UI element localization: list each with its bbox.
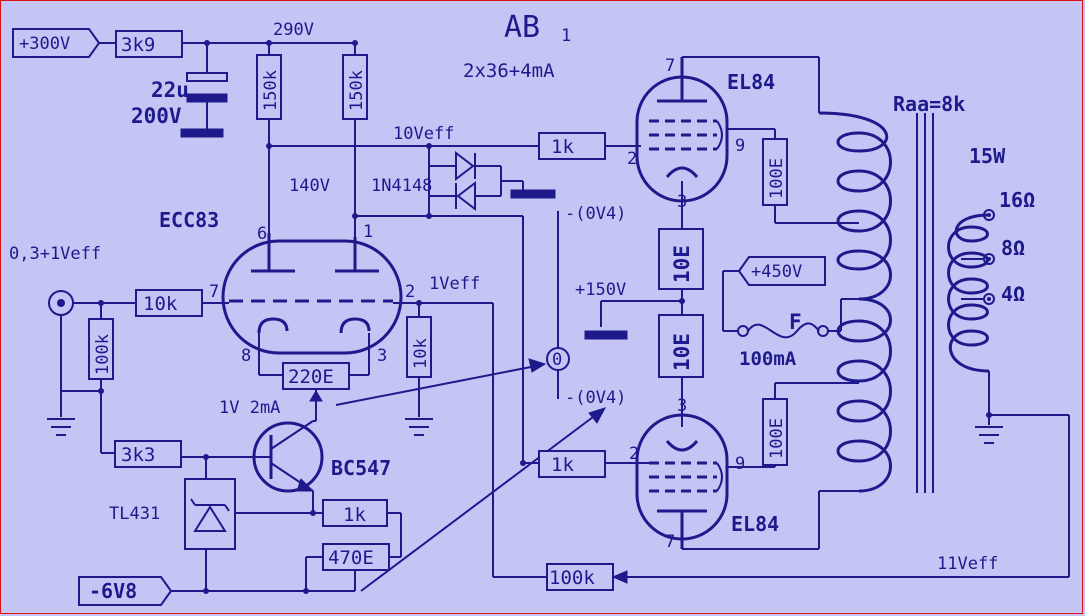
pin-ecc-2: 2 (405, 282, 415, 302)
resistor-1k-grid-top-label: 1k (551, 136, 574, 158)
resistor-1k-emitter-label: 1k (343, 504, 366, 526)
pin-ecc-6: 6 (257, 224, 267, 244)
tube-el84-bottom-label: EL84 (731, 512, 779, 536)
resistor-470e-label: 470E (328, 547, 374, 569)
supply-150: +150V (575, 280, 626, 300)
pin-top-7: 7 (665, 56, 675, 76)
pin-ecc-3: 3 (377, 346, 387, 366)
resistor-100k-feedback-label: 100k (549, 567, 595, 589)
resistor-1k-grid-top (538, 132, 606, 160)
cap-value: 22u (151, 78, 189, 102)
voltage-10eff: 10Veff (393, 124, 454, 144)
ov4-top: -(0V4) (565, 204, 626, 224)
tl431-label: TL431 (109, 504, 160, 524)
resistor-1k-grid-bottom-label: 1k (551, 454, 574, 476)
resistor-3k9-label: 3k9 (121, 34, 155, 56)
resistor-10k-input (135, 289, 203, 317)
supply-300-label: +300V (19, 34, 70, 54)
diode-label: 1N4148 (371, 176, 432, 196)
raa-label: Raa=8k (893, 92, 965, 116)
resistor-3k9 (115, 30, 183, 58)
resistor-10e-top-label: 10E (670, 245, 694, 283)
resistor-100e-top-label: 100E (767, 158, 787, 199)
transformer-primary-top (818, 111, 892, 301)
pin-top-3: 3 (677, 192, 687, 212)
ov4-bottom: -(0V4) (565, 388, 626, 408)
bias-note: 1V 2mA (219, 398, 280, 418)
pin-ecc-8: 8 (241, 346, 251, 366)
resistor-10e-bottom (658, 314, 704, 378)
meter-label: 0 (552, 350, 562, 370)
pin-bot-2: 2 (629, 444, 639, 464)
title-subscript: 1 (561, 26, 571, 46)
resistor-100e-bottom-label: 100E (767, 418, 787, 459)
resistor-10k-input-label: 10k (143, 293, 178, 315)
resistor-3k3-label: 3k3 (121, 444, 155, 466)
transistor-label: BC547 (331, 456, 391, 480)
supply-neg-label: -6V8 (89, 579, 137, 603)
resistor-150k-b (342, 54, 368, 120)
resistor-150k-a-label: 150k (261, 70, 281, 111)
transformer-primary-bottom (836, 297, 892, 493)
pin-ecc-1: 1 (363, 222, 373, 242)
resistor-100e-bottom (762, 398, 788, 466)
cap-voltage: 200V (131, 104, 182, 128)
tube-ecc83 (221, 239, 403, 355)
input-level: 0,3+1Veff (9, 244, 101, 264)
resistor-100e-top (762, 138, 788, 206)
tap-16-terminal (983, 209, 995, 221)
voltage-11eff: 11Veff (937, 554, 998, 574)
tap-4-label: 4Ω (1001, 282, 1025, 306)
pin-top-2: 2 (627, 149, 637, 169)
resistor-220e-label: 220E (288, 366, 334, 388)
voltage-1eff: 1Veff (429, 274, 480, 294)
fuse-label: F (789, 310, 802, 334)
supply-300-tag (12, 28, 101, 58)
resistor-10k-grid-label: 10k (411, 338, 431, 369)
subtitle: 2x36+4mA (463, 60, 555, 82)
resistor-10e-top (658, 228, 704, 290)
supply-450-label: +450V (751, 262, 802, 282)
pin-bot-9: 9 (735, 454, 745, 474)
tube-ecc83-label: ECC83 (159, 208, 219, 232)
power-label: 15W (969, 144, 1006, 168)
title: AB (504, 10, 540, 45)
fuse-value: 100mA (739, 348, 797, 370)
fuse-icon (747, 322, 820, 339)
voltage-140: 140V (289, 176, 330, 196)
resistor-100k-input (88, 318, 114, 380)
pin-bot-3: 3 (677, 396, 687, 416)
supply-450-tag (737, 256, 826, 286)
resistor-150k-b-label: 150k (347, 70, 367, 111)
resistor-1k-emitter (322, 499, 388, 527)
pin-top-9: 9 (735, 136, 745, 156)
tube-el84-top-label: EL84 (727, 70, 775, 94)
resistor-100k-input-label: 100k (93, 334, 113, 375)
tap-16-label: 16Ω (999, 188, 1035, 212)
resistor-10e-bottom-label: 10E (670, 333, 694, 371)
resistor-10k-grid (406, 316, 432, 378)
pin-bot-7: 7 (665, 532, 675, 552)
resistor-100k-feedback (546, 563, 614, 591)
voltage-290: 290V (273, 20, 314, 40)
transformer-secondary (947, 213, 990, 373)
pin-ecc-7: 7 (209, 282, 219, 302)
supply-neg-tag (78, 576, 173, 606)
tap-8-label: 8Ω (1001, 236, 1025, 260)
